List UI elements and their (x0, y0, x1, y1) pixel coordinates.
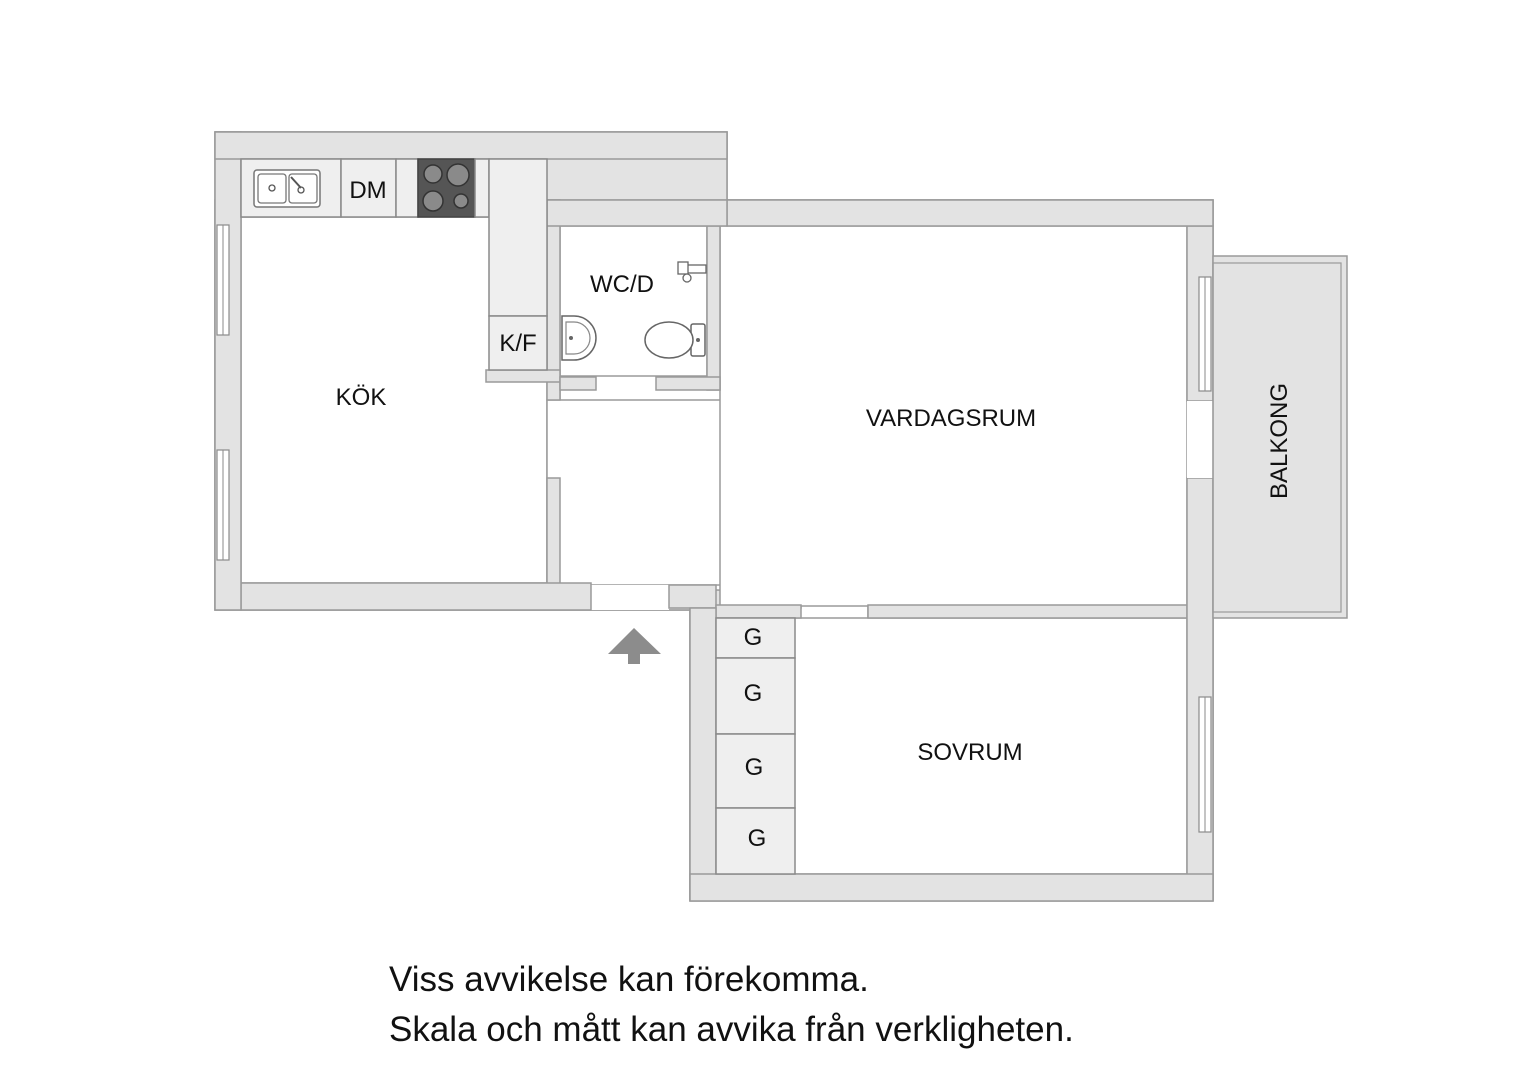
toilet-icon (644, 321, 706, 359)
kitchen-stub-wall (485, 369, 561, 383)
wardrobe-label-4: G (748, 825, 767, 852)
wardrobe-label-1: G (744, 624, 763, 651)
north-wall-living (726, 199, 1214, 227)
balcony-floor (1212, 255, 1348, 619)
bathroom-fixtures (561, 261, 707, 361)
wardrobe-1 (715, 617, 796, 659)
entrance-arrow-icon (608, 628, 661, 664)
room-label-kitchen: KÖK (336, 384, 387, 411)
wardrobe-4 (715, 807, 796, 875)
sink-icon (253, 169, 321, 208)
north-wall-wc (546, 199, 728, 227)
counter-segment-2 (474, 158, 490, 218)
bedroom-wall-right (867, 604, 1188, 619)
fridge-freezer (488, 315, 548, 371)
kitchen-hall-wall (546, 477, 561, 586)
south-wall-left (240, 582, 592, 611)
living-room-area (719, 225, 1188, 607)
room-label-wc: WC/D (590, 271, 654, 298)
wardrobes: G G G G (715, 617, 796, 875)
disclaimer: Viss avvikelse kan förekomma. Skala och … (389, 955, 1074, 1055)
fridge-freezer-label: K/F (499, 330, 536, 357)
tall-cabinet (488, 158, 548, 317)
wc-door-jamb-right (655, 376, 721, 391)
room-label-living: VARDAGSRUM (866, 405, 1036, 432)
wardrobe-label-3: G (745, 754, 764, 781)
disclaimer-line-1: Viss avvikelse kan förekomma. (389, 960, 869, 999)
washbasin-icon (561, 315, 597, 361)
wardrobe-2 (715, 657, 796, 735)
disclaimer-line-2: Skala och mått kan avvika från verklighe… (389, 1010, 1074, 1049)
stove-icon (417, 158, 476, 218)
wardrobe-label-2: G (744, 680, 763, 707)
entrance-opening (591, 585, 669, 610)
entrance-jamb (668, 584, 717, 609)
bedroom-wall-left (715, 604, 802, 619)
balcony (1212, 255, 1348, 619)
interior-space (240, 216, 1188, 875)
room-label-bedroom: SOVRUM (917, 739, 1022, 766)
balcony-door-opening (1187, 401, 1213, 478)
counter-segment (395, 158, 419, 218)
kitchen-fixtures: DM K/F (240, 158, 548, 371)
shower-icon (677, 261, 707, 283)
wardrobe-3 (715, 733, 796, 809)
windows (216, 224, 1212, 833)
bedroom-south-wall (689, 873, 1214, 902)
bedroom-west-wall (689, 607, 717, 901)
east-wall-lower (1186, 477, 1214, 901)
north-wall-kitchen (214, 131, 728, 160)
wc-door-jamb-left (559, 376, 597, 391)
room-label-balcony: BALKONG (1266, 383, 1293, 499)
wc-living-partition (706, 225, 721, 391)
dishwasher-label: DM (349, 177, 386, 204)
